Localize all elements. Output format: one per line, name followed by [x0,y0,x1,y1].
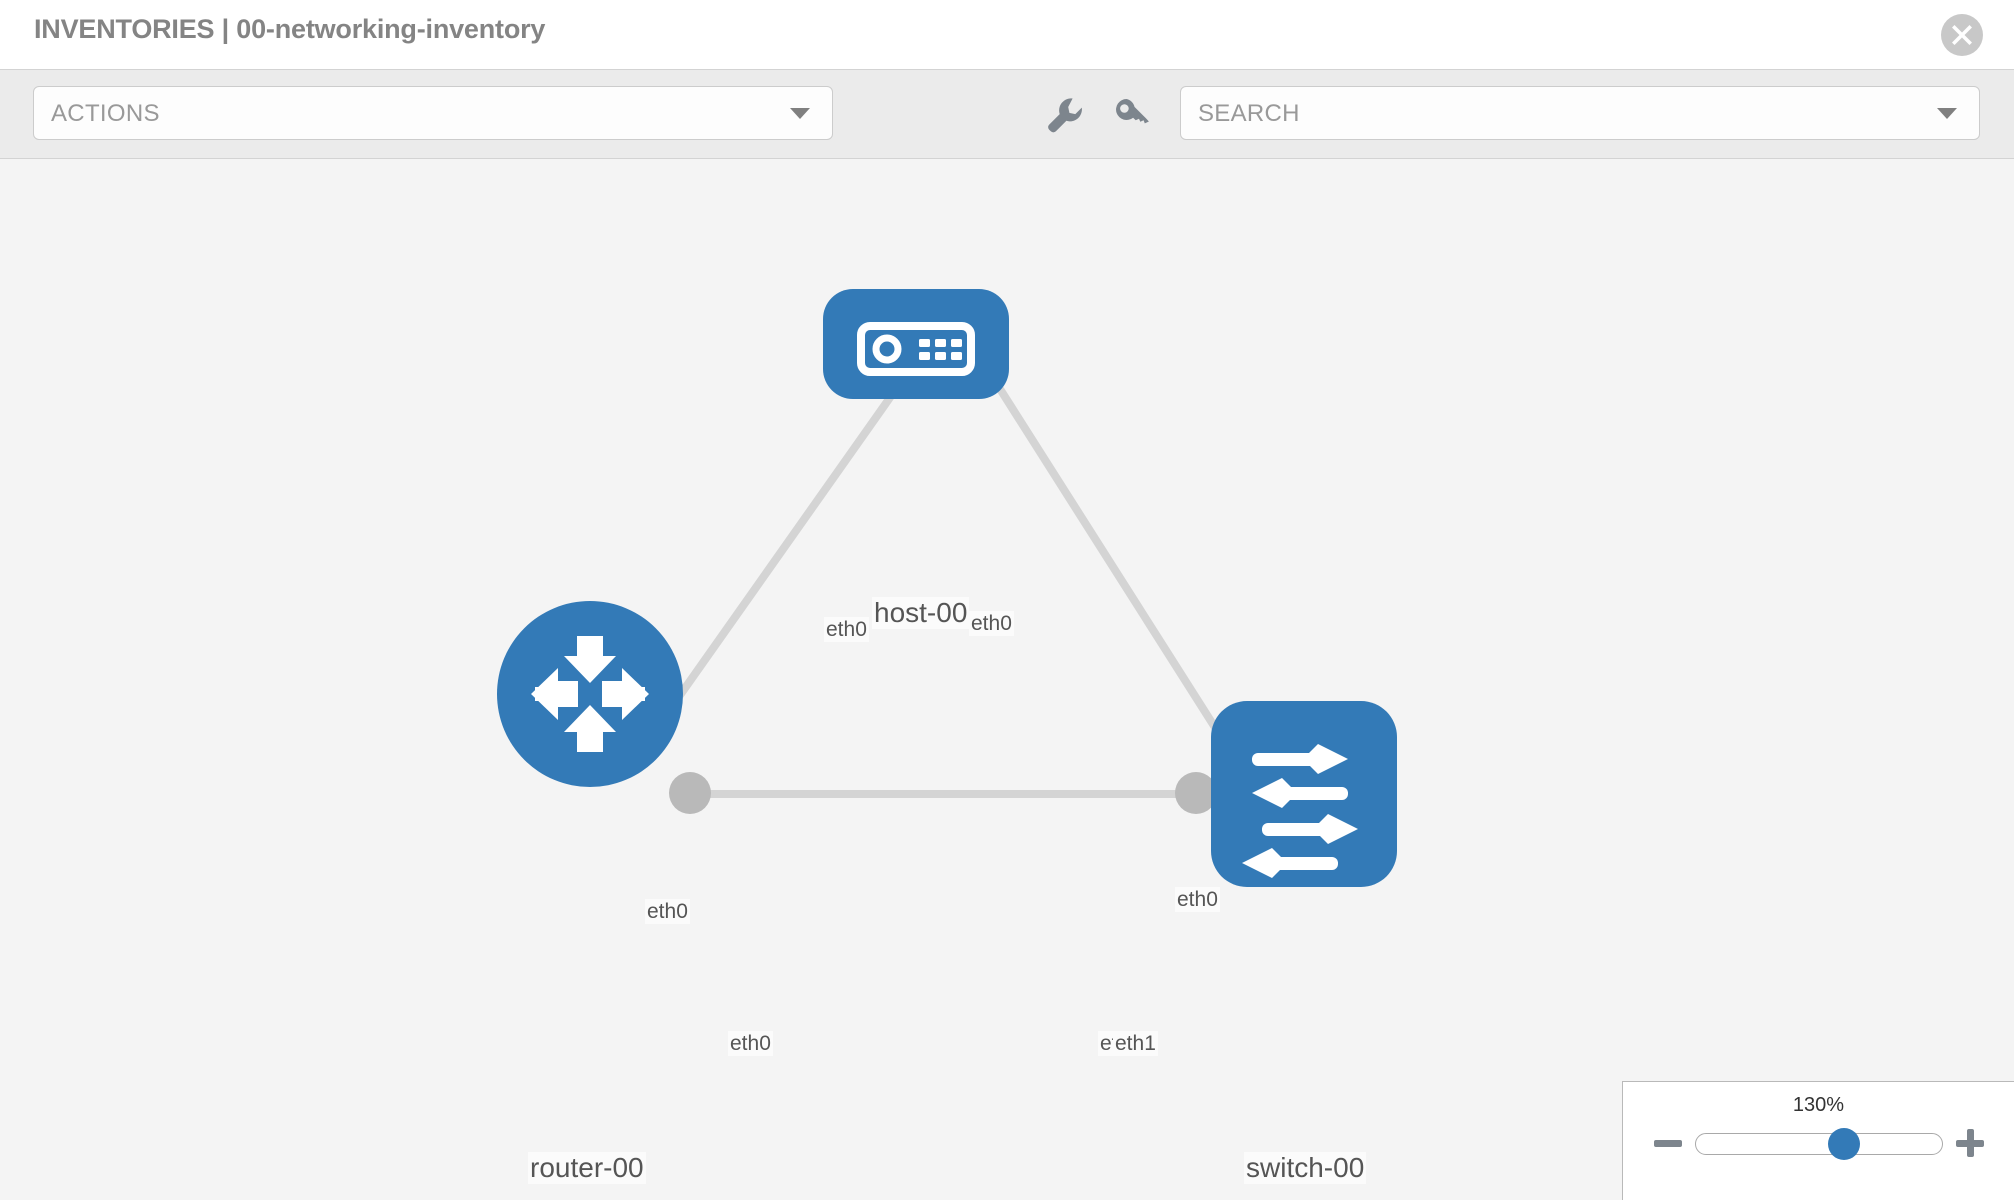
zoom-out-button[interactable] [1651,1126,1685,1160]
actions-dropdown-label: ACTIONS [51,100,160,127]
topology-graph [497,289,1397,887]
edge-label-host-eth0-left: eth0 [824,617,869,642]
edge-label-switch-eth0-up: eth0 [1175,887,1220,912]
zoom-control-panel: 130% [1622,1081,2014,1200]
chevron-down-icon [790,108,810,119]
edge-label-router-eth0-right: eth0 [728,1031,773,1056]
connector-group [669,751,1255,814]
edge-label-switch-eth1-b: eth1 [1113,1031,1158,1056]
wrench-icon[interactable] [1041,92,1085,136]
zoom-percent-label: 130% [1792,1094,1845,1116]
zoom-slider[interactable] [1695,1128,1943,1160]
close-icon[interactable] [1941,14,1983,56]
connector-router-right [669,772,711,814]
key-icon[interactable] [1110,92,1154,136]
node-label-host-00: host-00 [872,597,970,629]
header-bar: INVENTORIES | 00-networking-inventory [0,0,2014,69]
edge-label-router-eth0-up: eth0 [645,899,690,924]
search-placeholder: SEARCH [1198,100,1300,127]
node-host-00 [823,289,1009,399]
connector-switch-left-2 [1175,772,1217,814]
edge-host-switch [996,386,1239,762]
page-title: INVENTORIES | 00-networking-inventory [34,14,546,44]
zoom-slider-thumb[interactable] [1827,1128,1860,1160]
node-switch-00 [1211,701,1397,887]
topology-canvas[interactable]: eth0 host-00 eth0 eth0 eth0 eth0 eth eth… [0,159,2014,1200]
zoom-in-button[interactable] [1953,1126,1987,1160]
chevron-down-icon [1937,108,1957,119]
node-router-00 [497,601,683,787]
actions-dropdown[interactable]: ACTIONS [33,86,833,140]
node-label-router-00: router-00 [528,1152,646,1184]
edge-label-host-eth0-right: eth0 [969,611,1014,636]
node-label-switch-00: switch-00 [1244,1152,1367,1184]
edge-group [631,386,1239,798]
search-input[interactable]: SEARCH [1180,86,1980,140]
toolbar: ACTIONS SEARCH [0,69,2014,159]
